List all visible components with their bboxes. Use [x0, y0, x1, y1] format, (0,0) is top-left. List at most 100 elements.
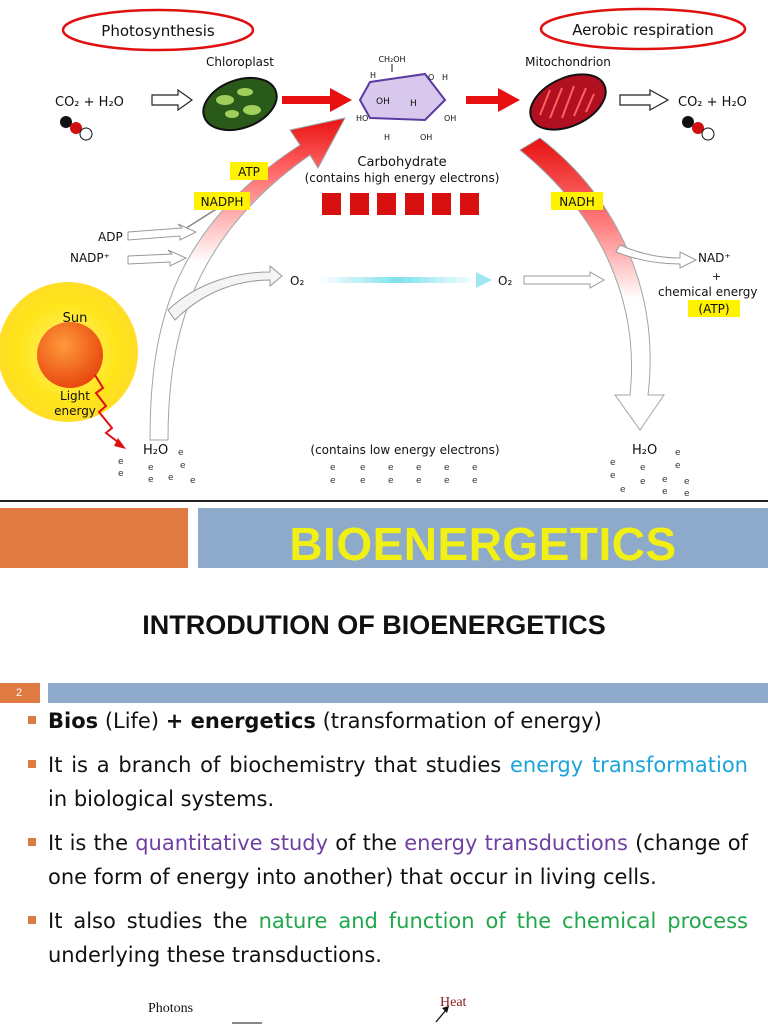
chemical-energy-label: chemical energy	[658, 285, 758, 299]
atp-output-badge	[688, 300, 740, 317]
bioenergetics-diagram: Photosynthesis Aerobic respiration Chlor…	[0, 0, 768, 500]
svg-text:OH: OH	[420, 133, 432, 142]
h2o-right-label: H₂O	[632, 443, 657, 458]
svg-text:e: e	[684, 489, 690, 499]
nadp-label: NADP⁺	[70, 251, 110, 265]
co2-molecule-icon	[682, 116, 715, 141]
heat-label: Heat	[440, 995, 467, 1010]
o2-flow-arrow-icon	[318, 277, 478, 283]
svg-text:e: e	[444, 476, 450, 486]
high-energy-electrons	[322, 193, 479, 215]
svg-text:e: e	[180, 461, 186, 471]
co2-h2o-output: CO₂ + H₂O	[678, 95, 747, 110]
svg-text:e: e	[330, 476, 336, 486]
bullet-item: It is a branch of biochemistry that stud…	[28, 748, 748, 816]
low-energy-note: (contains low energy electrons)	[310, 443, 499, 457]
svg-text:H: H	[410, 99, 417, 109]
svg-text:H: H	[370, 71, 376, 80]
light-ray-icon	[94, 374, 123, 446]
svg-text:e: e	[360, 463, 366, 473]
divider	[0, 500, 768, 502]
sun-label: Sun	[63, 311, 88, 326]
nadph-label: NADPH	[201, 195, 244, 209]
input-arrow-icon	[151, 88, 194, 112]
svg-text:H: H	[442, 73, 448, 82]
svg-text:e: e	[416, 463, 422, 473]
photosynthesis-flow-arrow-icon	[149, 117, 346, 441]
svg-text:e: e	[684, 477, 690, 487]
svg-text:e: e	[148, 463, 154, 473]
svg-text:e: e	[416, 476, 422, 486]
page-title: BIOENERGETICS	[289, 518, 677, 570]
svg-text:H: H	[384, 133, 390, 142]
svg-text:e: e	[330, 463, 336, 473]
o2-right-label: O₂	[498, 274, 512, 288]
mitochondrion-label: Mitochondrion	[525, 55, 611, 69]
bullet-item: Bios (Life) + energetics (transformation…	[28, 704, 748, 738]
co2-molecule-icon	[60, 116, 93, 141]
svg-text:e: e	[640, 463, 646, 473]
svg-text:e: e	[640, 477, 646, 487]
output-arrow-icon	[619, 88, 670, 112]
photosynthesis-label: Photosynthesis	[61, 8, 255, 52]
aerobic-respiration-text: Aerobic respiration	[572, 21, 714, 39]
adp-label: ADP	[98, 230, 123, 244]
svg-text:e: e	[662, 487, 668, 497]
svg-text:e: e	[662, 475, 668, 485]
accent-block	[0, 508, 188, 568]
low-energy-electrons: e e e e e e e e e e e e e e e e e e e e …	[118, 448, 690, 499]
nadph-badge	[194, 192, 250, 210]
svg-text:e: e	[472, 463, 478, 473]
h2o-left-label: H₂O	[143, 443, 168, 458]
bullet-list: Bios (Life) + energetics (transformation…	[28, 704, 748, 982]
svg-text:e: e	[675, 448, 681, 458]
svg-text:e: e	[148, 475, 154, 485]
nadh-badge	[551, 192, 603, 210]
light-label: Light	[60, 389, 90, 403]
carbohydrate-note: (contains high energy electrons)	[305, 171, 500, 185]
red-arrow-icon	[282, 88, 352, 112]
heat-arrow-icon	[435, 1009, 447, 1023]
atp-output-label: (ATP)	[698, 302, 729, 316]
photosynthesis-text: Photosynthesis	[101, 22, 215, 40]
chloroplast-icon	[202, 76, 278, 132]
slide-number-bar	[48, 683, 768, 703]
nadh-label: NADH	[559, 195, 594, 209]
svg-text:e: e	[168, 473, 174, 483]
red-arrow-icon	[466, 88, 520, 112]
svg-text:e: e	[190, 476, 196, 486]
slide-number: 2	[0, 683, 40, 703]
svg-text:O: O	[428, 73, 434, 82]
atp-badge	[230, 162, 268, 180]
plus-label: +	[712, 270, 721, 283]
energy-label: energy	[54, 404, 96, 418]
bullet-marker-icon	[28, 716, 36, 724]
bullet-marker-icon	[28, 760, 36, 768]
svg-text:e: e	[610, 471, 616, 481]
bullet-marker-icon	[28, 838, 36, 846]
svg-text:e: e	[118, 469, 124, 479]
o2-left-label: O₂	[290, 274, 304, 288]
svg-text:e: e	[444, 463, 450, 473]
svg-text:HO: HO	[356, 114, 368, 123]
bullet-marker-icon	[28, 916, 36, 924]
bullet-item: It is the quantitative study of the ener…	[28, 826, 748, 894]
glucose-molecule-icon: CH₂OH OH H H O H HO OH H OH	[356, 55, 456, 142]
chloroplast-label: Chloroplast	[206, 55, 274, 69]
bottom-diagram-fragment: Photons Heat	[0, 995, 768, 1024]
svg-text:e: e	[118, 457, 124, 467]
bullet-item: It also studies the nature and function …	[28, 904, 748, 972]
svg-text:OH: OH	[444, 114, 456, 123]
svg-text:OH: OH	[376, 97, 390, 107]
co2-h2o-input: CO₂ + H₂O	[55, 95, 124, 110]
svg-text:e: e	[620, 485, 626, 495]
svg-text:e: e	[178, 448, 184, 458]
carbohydrate-label: Carbohydrate	[357, 155, 446, 170]
page-subtitle: INTRODUTION OF BIOENERGETICS	[142, 610, 606, 640]
svg-text:e: e	[675, 461, 681, 471]
aerobic-respiration-label: Aerobic respiration	[539, 7, 747, 51]
svg-text:e: e	[610, 458, 616, 468]
title-band	[198, 508, 768, 568]
nad-label: NAD⁺	[698, 251, 731, 265]
sugar-top-label: CH₂OH	[378, 55, 405, 64]
